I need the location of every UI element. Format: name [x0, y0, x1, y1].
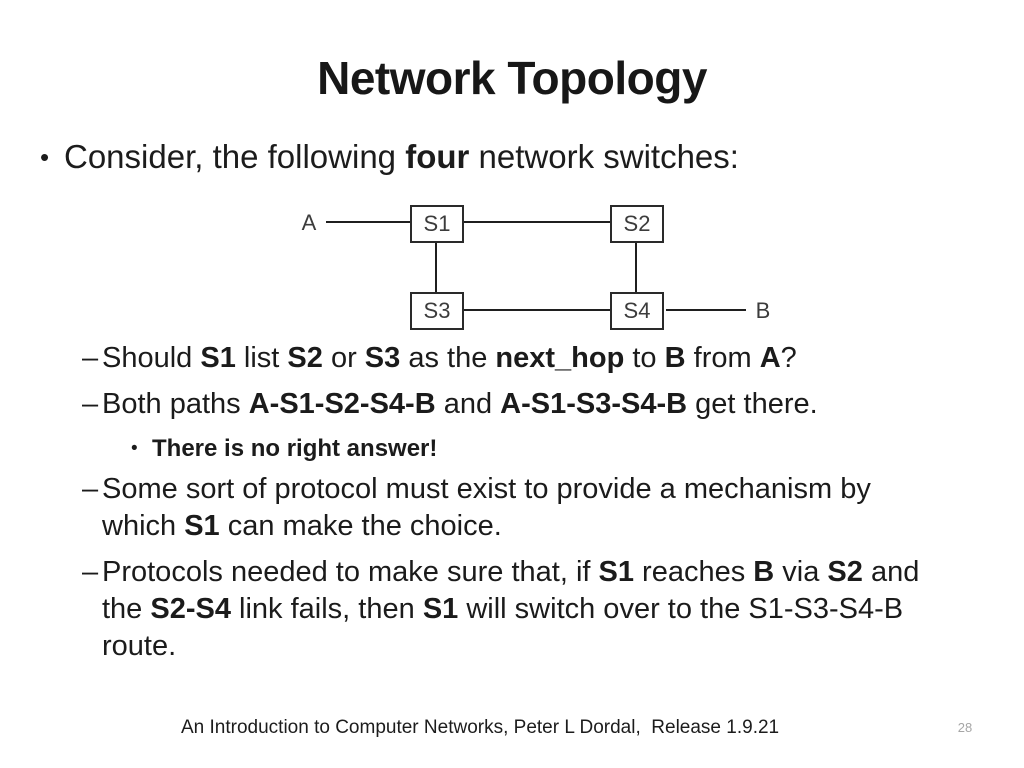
dash-bullet-icon: –: [82, 556, 99, 588]
bullet-icon: •: [40, 142, 50, 172]
dash-bullet-icon: –: [82, 342, 99, 374]
intro-bullet: • Consider, the following four network s…: [40, 136, 990, 178]
sub-bullet: – Protocols needed to make sure that, if…: [82, 554, 992, 665]
node-box-s2: S2: [610, 205, 664, 243]
link-line-s2-s4: [635, 243, 637, 292]
endpoint-label-a: A: [301, 210, 317, 235]
link-line-s3-s4: [464, 309, 610, 311]
dash-bullet-icon: –: [82, 473, 99, 505]
node-box-s3: S3: [410, 292, 464, 330]
intro-bullet-text: Consider, the following four network swi…: [64, 138, 739, 175]
node-label-s2: S2: [623, 211, 651, 236]
node-label-s4: S4: [623, 298, 651, 323]
node-box-s4: S4: [610, 292, 664, 330]
link-line-s4-b: [666, 309, 746, 311]
bullet-icon: •: [131, 438, 138, 459]
sub-bullet-text: Should S1 list S2 or S3 as the next_hop …: [102, 342, 797, 374]
slide-title: Network Topology: [317, 52, 707, 104]
dash-bullet-icon: –: [82, 388, 99, 420]
node-label-s3: S3: [423, 298, 451, 323]
node-label-s1: S1: [423, 211, 451, 236]
link-line-s1-s2: [464, 221, 610, 223]
link-line-s1-s3: [435, 243, 437, 292]
sub-bullet-text: Some sort of protocol must exist to prov…: [102, 473, 871, 542]
sub-bullet: – Both paths A-S1-S2-S4-B and A-S1-S3-S4…: [82, 386, 992, 423]
sub-bullet: – Some sort of protocol must exist to pr…: [82, 471, 992, 545]
link-line-a-s1: [326, 221, 410, 223]
sub-bullet-text: Both paths A-S1-S2-S4-B and A-S1-S3-S4-B…: [102, 388, 818, 420]
nested-bullet: • There is no right answer!: [131, 432, 992, 465]
sub-bullet-list: – Should S1 list S2 or S3 as the next_ho…: [82, 340, 992, 674]
footer-citation: An Introduction to Computer Networks, Pe…: [181, 717, 780, 738]
node-box-s1: S1: [410, 205, 464, 243]
page-number: 28: [957, 720, 973, 735]
sub-bullet-text: Protocols needed to make sure that, if S…: [102, 556, 920, 662]
nested-bullet-text: There is no right answer!: [152, 435, 438, 462]
endpoint-label-b: B: [755, 298, 771, 323]
sub-bullet: – Should S1 list S2 or S3 as the next_ho…: [82, 340, 992, 377]
